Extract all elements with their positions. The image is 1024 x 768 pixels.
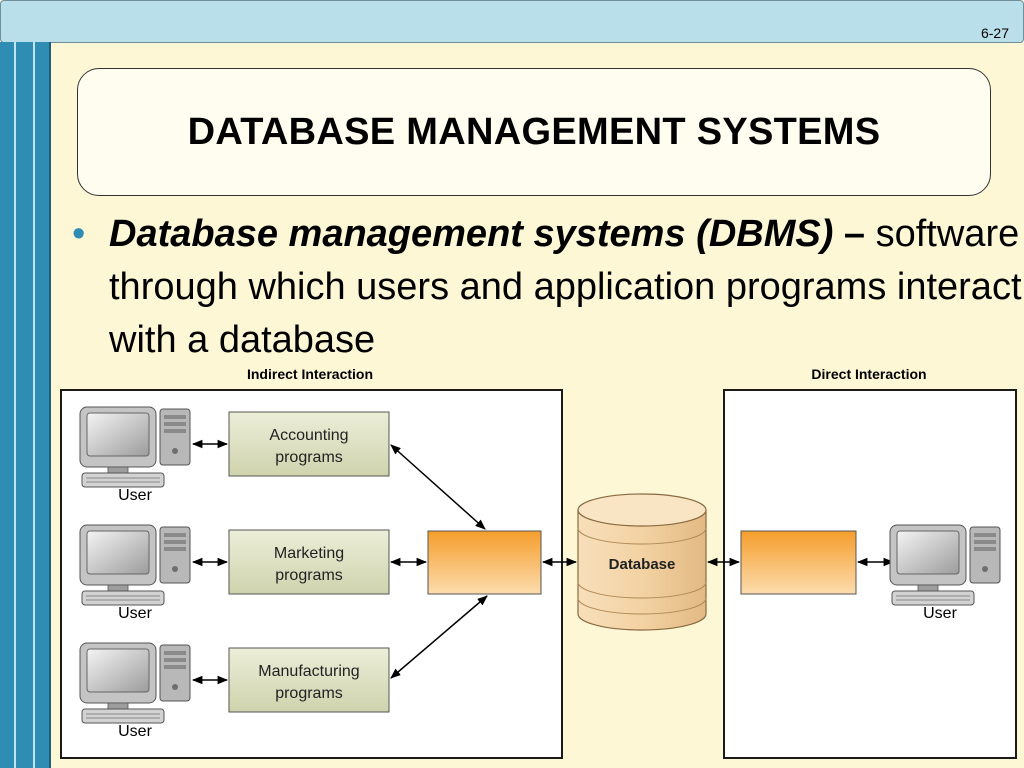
bullet-dash: – xyxy=(833,213,866,255)
bullet-point: • Database management systems (DBMS) – s… xyxy=(72,208,1022,367)
left-bar-stripe xyxy=(14,42,16,768)
indirect-interaction-label: Indirect Interaction xyxy=(247,366,373,382)
bullet-definition: software through which users and applica… xyxy=(109,213,1022,361)
top-banner: 6-27 xyxy=(0,0,1024,43)
bullet-term: Database management systems (DBMS) xyxy=(109,213,834,255)
manufacturing-programs-box xyxy=(228,647,390,713)
database-label: Database xyxy=(609,556,676,573)
left-decorative-bar xyxy=(0,42,51,768)
accounting-programs-box xyxy=(228,411,390,477)
bullet-dot: • xyxy=(72,213,86,255)
left-bar-stripe xyxy=(33,42,35,768)
double-arrow xyxy=(390,595,488,679)
user-label: User xyxy=(923,605,957,622)
program-label: Marketing xyxy=(274,545,344,562)
dbms-box-direct xyxy=(740,530,857,595)
program-label: programs xyxy=(275,567,343,584)
bullet-text: Database management systems (DBMS) – sof… xyxy=(109,208,1022,367)
program-label: Accounting xyxy=(269,427,348,444)
program-label: Manufacturing xyxy=(258,663,359,680)
title-box: DATABASE MANAGEMENT SYSTEMS xyxy=(77,68,991,196)
double-arrow xyxy=(390,444,486,530)
program-label: programs xyxy=(275,449,343,466)
user-label: User xyxy=(118,723,152,740)
dbms-box-indirect xyxy=(427,530,542,595)
database-icon xyxy=(577,493,707,631)
user-label: User xyxy=(118,487,152,504)
program-label: programs xyxy=(275,685,343,702)
marketing-programs-box xyxy=(228,529,390,595)
slide-number: 6-27 xyxy=(980,25,1009,41)
user-label: User xyxy=(118,605,152,622)
slide-title: DATABASE MANAGEMENT SYSTEMS xyxy=(187,110,881,153)
direct-interaction-label: Direct Interaction xyxy=(811,366,926,382)
